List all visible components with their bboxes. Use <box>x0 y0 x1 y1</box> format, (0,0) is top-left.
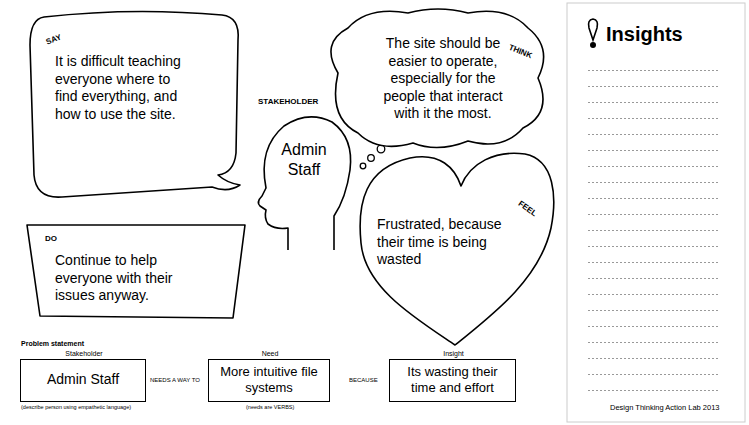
field-hint: (describe person using empathetic langua… <box>21 404 131 411</box>
connector-word: NEEDS A WAY TO <box>150 377 200 384</box>
feel-text: Frustrated, because their time is being … <box>377 216 517 269</box>
feel-heart: FEELFrustrated, because their time is be… <box>355 148 557 348</box>
insights-panel <box>567 3 745 422</box>
field-caption: Insight <box>390 350 517 359</box>
insight-icon <box>589 19 598 47</box>
think-text: The site should be easier to operate, es… <box>373 35 513 123</box>
statement-text: More intuitive file systems <box>213 364 325 397</box>
statement-box: NeedMore intuitive file systems <box>208 359 330 402</box>
connector-word: BECAUSE <box>349 377 378 384</box>
stakeholder-name: Admin Staff <box>272 140 336 180</box>
do-text: Continue to help everyone with their iss… <box>55 252 195 305</box>
field-caption: Need <box>209 350 331 359</box>
field-hint: (needs are VERBS) <box>246 404 294 411</box>
stakeholder-head: STAKEHOLDERAdmin Staff <box>236 108 354 253</box>
statement-text: Its wasting their time and effort <box>394 364 511 397</box>
say-text: It is difficult teaching everyone where … <box>55 53 195 123</box>
statement-box: InsightIts wasting their time and effort <box>389 359 516 402</box>
do-trapezoid: DO Continue to help everyone with their i… <box>25 222 249 322</box>
field-caption: Stakeholder <box>21 350 147 359</box>
section-title: Problem statement <box>21 340 84 348</box>
insight-rules <box>588 71 718 391</box>
statement-box: StakeholderAdmin Staff <box>20 359 146 402</box>
section-heading: STAKEHOLDER <box>258 97 318 107</box>
statement-text: Admin Staff <box>25 371 141 389</box>
credit: Design Thinking Action Lab 2013 <box>610 403 720 412</box>
panel-title: Insights <box>606 22 683 46</box>
thought-dots <box>360 145 385 169</box>
think-cloud: THINKThe site should be easier to operat… <box>318 3 550 153</box>
section-heading: DO <box>45 234 57 244</box>
outline <box>236 108 354 253</box>
say-bubble: SAYIt is difficult teaching everyone whe… <box>22 5 244 205</box>
